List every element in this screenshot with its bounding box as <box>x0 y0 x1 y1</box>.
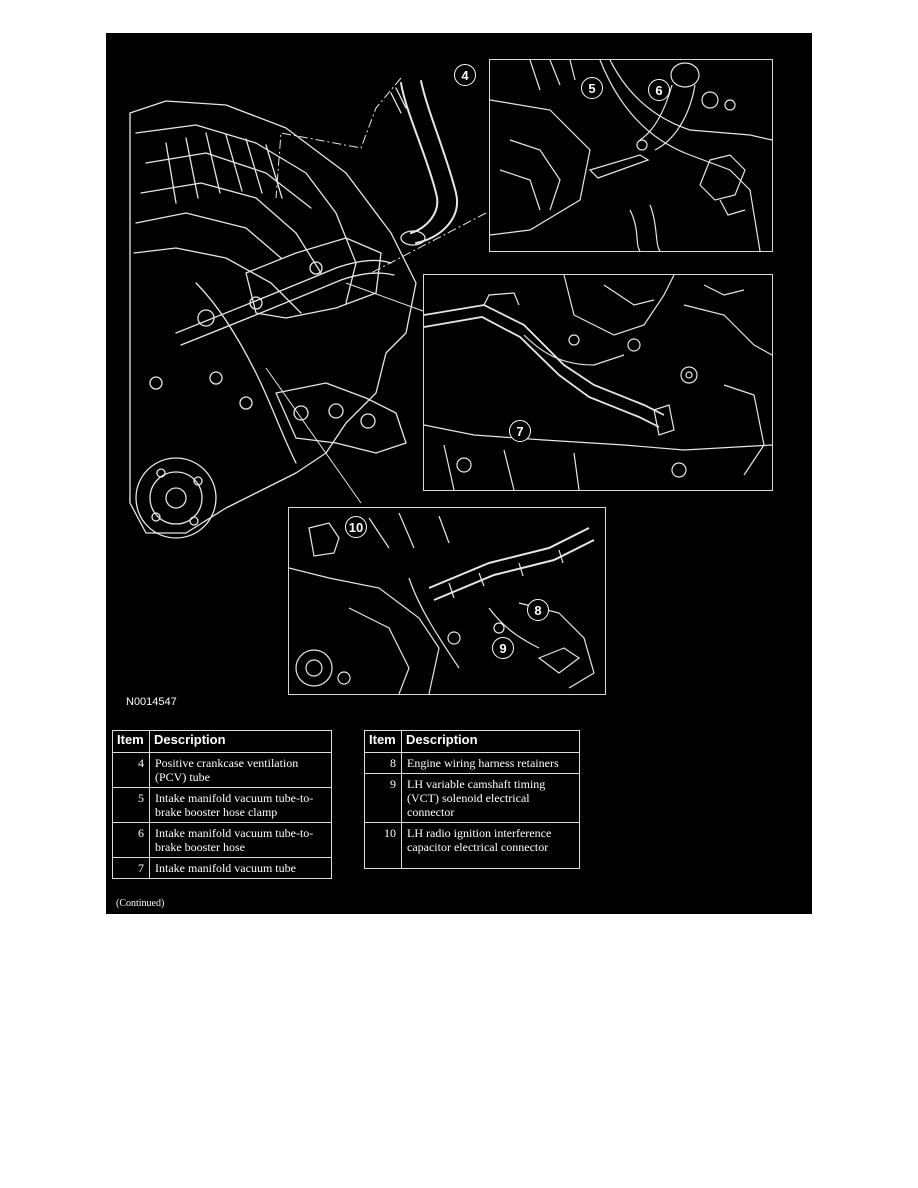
item-description: Positive crankcase ventilation (PCV) tub… <box>149 752 332 788</box>
continued-note: (Continued) <box>116 898 165 909</box>
table-row: 4 Positive crankcase ventilation (PCV) t… <box>112 752 332 788</box>
description-column-header: Description <box>401 730 580 753</box>
inset-brake-booster-hose <box>489 59 773 252</box>
legend-table-right: Item Description 8 Engine wiring harness… <box>364 730 580 869</box>
description-column-header: Description <box>149 730 332 753</box>
item-number: 4 <box>112 752 150 788</box>
item-number: 10 <box>364 822 402 869</box>
table-row: 6 Intake manifold vacuum tube-to-brake b… <box>112 822 332 858</box>
table-row: 10 LH radio ignition interference capaci… <box>364 822 580 869</box>
engine-illustration-panel: 4 5 6 7 8 9 10 N0014547 Item Description… <box>106 33 812 914</box>
table-row: 8 Engine wiring harness retainers <box>364 752 580 774</box>
inset-line-art <box>424 275 772 490</box>
item-column-header: Item <box>364 730 402 753</box>
item-description: Intake manifold vacuum tube <box>149 857 332 879</box>
item-number: 7 <box>112 857 150 879</box>
item-number: 8 <box>364 752 402 774</box>
item-description: LH radio ignition interference capacitor… <box>401 822 580 869</box>
item-column-header: Item <box>112 730 150 753</box>
inset-line-art <box>490 60 772 251</box>
callout-5: 5 <box>581 77 603 99</box>
item-description: Intake manifold vacuum tube-to-brake boo… <box>149 787 332 823</box>
inset-wiring-harness <box>288 507 606 695</box>
item-description: Engine wiring harness retainers <box>401 752 580 774</box>
callout-8: 8 <box>527 599 549 621</box>
table-row: 9 LH variable camshaft timing (VCT) sole… <box>364 773 580 823</box>
callout-4: 4 <box>454 64 476 86</box>
inset-line-art <box>289 512 595 694</box>
callout-10: 10 <box>345 516 367 538</box>
item-number: 9 <box>364 773 402 823</box>
table-header-row: Item Description <box>112 730 332 753</box>
callout-7: 7 <box>509 420 531 442</box>
inset-intake-vacuum-tube <box>423 274 773 491</box>
legend-table-left: Item Description 4 Positive crankcase ve… <box>112 730 332 879</box>
item-number: 5 <box>112 787 150 823</box>
item-number: 6 <box>112 822 150 858</box>
item-description: Intake manifold vacuum tube-to-brake boo… <box>149 822 332 858</box>
callout-9: 9 <box>492 637 514 659</box>
engine-line-art <box>129 77 487 539</box>
table-row: 5 Intake manifold vacuum tube-to-brake b… <box>112 787 332 823</box>
item-description: LH variable camshaft timing (VCT) soleno… <box>401 773 580 823</box>
table-row: 7 Intake manifold vacuum tube <box>112 857 332 879</box>
callout-6: 6 <box>648 79 670 101</box>
figure-code: N0014547 <box>126 696 177 708</box>
table-header-row: Item Description <box>364 730 580 753</box>
